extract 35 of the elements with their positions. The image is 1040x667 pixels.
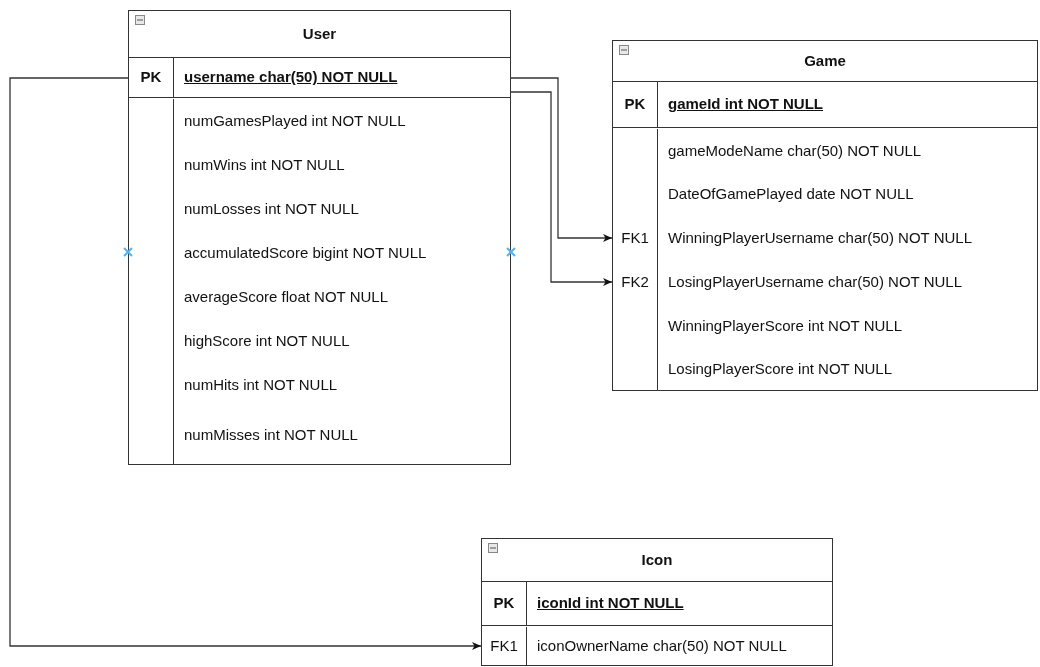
table-row — [482, 582, 832, 626]
column-definition: gameId int NOT NULL — [668, 94, 823, 115]
column-definition: LosingPlayerScore int NOT NULL — [668, 358, 892, 379]
column-definition: numGamesPlayed int NOT NULL — [184, 110, 406, 131]
column-definition: numHits int NOT NULL — [184, 374, 338, 395]
relationship-connector — [510, 91, 613, 286]
column-definition: highScore int NOT NULL — [184, 330, 350, 351]
key-label: FK1 — [490, 635, 518, 656]
column-definition: DateOfGamePlayed date NOT NULL — [668, 184, 914, 205]
table-title: User — [302, 23, 337, 44]
column-definition: averageScore float NOT NULL — [184, 286, 388, 307]
column-definition: numWins int NOT NULL — [184, 154, 345, 175]
key-label: FK1 — [621, 227, 649, 248]
column-definition: numMisses int NOT NULL — [184, 425, 358, 446]
key-label: PK — [624, 94, 646, 115]
table-row — [129, 58, 510, 98]
entity-table — [481, 538, 833, 666]
column-definition: accumulatedScore bigint NOT NULL — [184, 242, 427, 263]
column-definition: username char(50) NOT NULL — [184, 67, 398, 88]
table-title: Game — [804, 50, 846, 71]
column-definition: numLosses int NOT NULL — [184, 198, 359, 219]
table-title: Icon — [641, 549, 673, 570]
key-label: FK2 — [621, 271, 649, 292]
table-row — [613, 82, 1037, 128]
relationship-connector — [510, 77, 613, 242]
column-definition: WinningPlayerScore int NOT NULL — [668, 315, 902, 336]
key-label: PK — [140, 67, 162, 88]
entity-table — [612, 40, 1038, 391]
column-definition: iconOwnerName char(50) NOT NULL — [537, 635, 787, 656]
column-definition: LosingPlayerUsername char(50) NOT NULL — [668, 271, 962, 292]
column-definition: gameModeName char(50) NOT NULL — [668, 140, 922, 161]
column-definition: WinningPlayerUsername char(50) NOT NULL — [668, 227, 972, 248]
relationship-connector — [9, 77, 482, 650]
column-definition: iconId int NOT NULL — [537, 593, 684, 614]
key-label: PK — [493, 593, 515, 614]
